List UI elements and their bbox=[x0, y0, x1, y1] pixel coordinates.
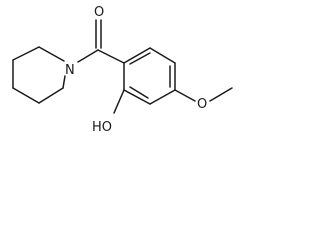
chemical-structure-diagram: O N HO O bbox=[12, 5, 233, 135]
bond-n-carbonyl bbox=[77, 49, 99, 63]
substituents bbox=[113, 87, 233, 114]
bond-n-c2 bbox=[38, 46, 65, 62]
bond-aryl-methoxy-o bbox=[174, 89, 196, 102]
hydroxyl-label: HO bbox=[92, 120, 112, 135]
methoxy-oxygen-label: O bbox=[197, 97, 207, 112]
piperidine-ring bbox=[12, 46, 66, 104]
bond-c2-c3 bbox=[12, 46, 40, 61]
amide-linkage bbox=[77, 19, 125, 64]
carbonyl-oxygen-label: O bbox=[94, 5, 104, 20]
benzene-ring bbox=[123, 47, 176, 105]
bond-ar1-ar2 bbox=[123, 47, 151, 64]
piperidine-nitrogen-label: N bbox=[65, 63, 75, 78]
bond-c5-c6 bbox=[38, 87, 64, 104]
bond-ar4-ar5 bbox=[149, 89, 176, 105]
bond-c4-c5 bbox=[12, 87, 40, 104]
aromatic-double-bond-top bbox=[129, 52, 151, 65]
aromatic-double-bond-left bbox=[129, 86, 149, 99]
bond-carbonyl-aryl bbox=[97, 49, 125, 64]
bond-c6-n bbox=[62, 75, 66, 89]
bond-ar5-ar6 bbox=[123, 89, 151, 105]
bond-ar2-ar3 bbox=[149, 47, 176, 64]
bond-methoxy-o-ch3 bbox=[209, 87, 233, 102]
bond-aryl-hydroxyl bbox=[113, 89, 125, 114]
